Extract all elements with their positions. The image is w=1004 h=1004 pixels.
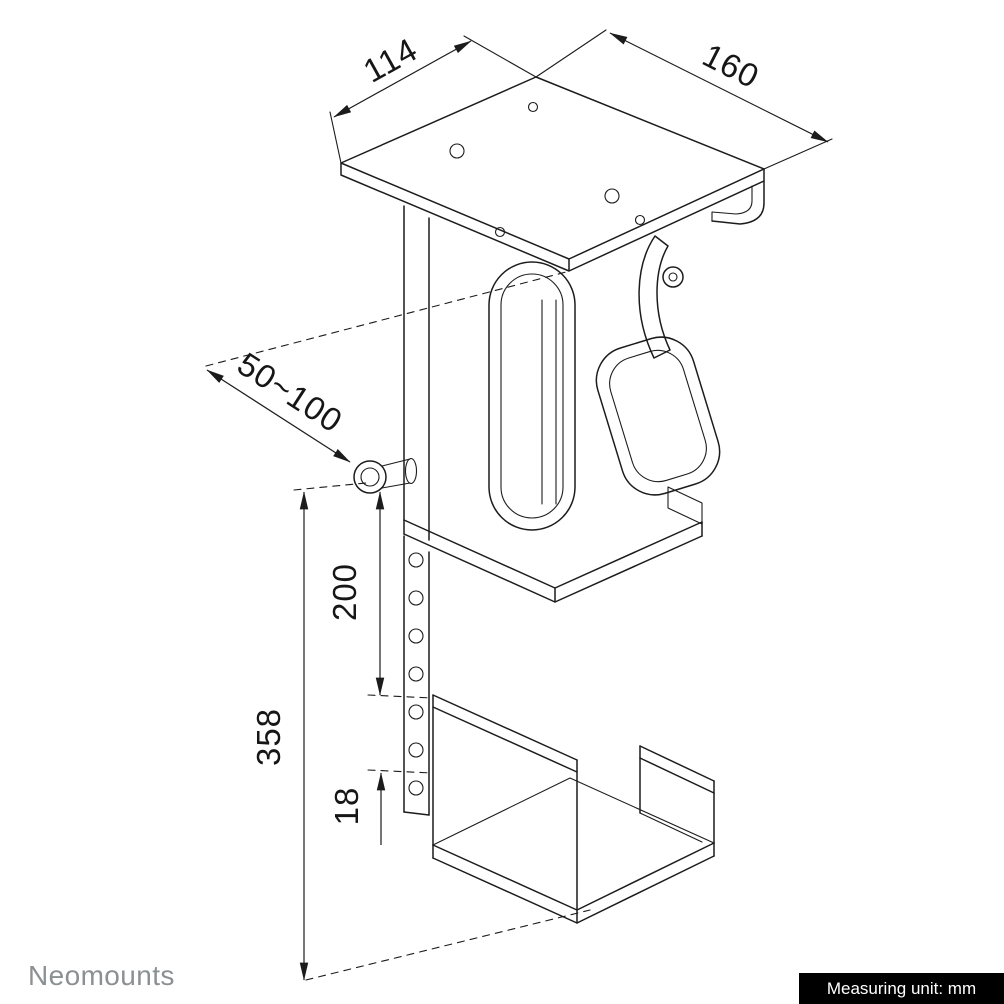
dim-160-label: 160 bbox=[697, 36, 766, 95]
clamp-lever bbox=[638, 235, 684, 359]
lower-bracket bbox=[432, 694, 715, 924]
plate-edge-lip bbox=[711, 180, 765, 225]
dim-358: 358 bbox=[250, 491, 309, 981]
measuring-unit-bar: Measuring unit: mm bbox=[799, 973, 1004, 1004]
brand-logo: Neomounts bbox=[28, 960, 175, 991]
measuring-unit-label: Measuring unit: mm bbox=[826, 978, 977, 998]
handle-loop bbox=[595, 336, 721, 496]
dim-18-label: 18 bbox=[328, 787, 365, 826]
column-holes bbox=[408, 552, 424, 796]
dim-160: 160 bbox=[609, 32, 829, 143]
support-shelf bbox=[403, 486, 703, 603]
dim-18: 18 bbox=[328, 772, 386, 845]
plate-screw-holes bbox=[449, 101, 646, 238]
slot-cutout bbox=[488, 261, 576, 531]
reference-dashed-lines bbox=[205, 271, 591, 981]
dim-50-100: 50~100 bbox=[206, 345, 351, 463]
dim-50-100-label: 50~100 bbox=[231, 345, 349, 440]
thumbscrew-knob bbox=[353, 457, 418, 494]
body-column bbox=[403, 205, 430, 816]
dim-114-label: 114 bbox=[357, 30, 424, 89]
dim-114: 114 bbox=[333, 30, 472, 118]
dim-200-label: 200 bbox=[326, 563, 363, 621]
dim-200: 200 bbox=[326, 491, 385, 696]
extension-lines bbox=[329, 29, 833, 170]
dim-358-label: 358 bbox=[250, 708, 287, 766]
